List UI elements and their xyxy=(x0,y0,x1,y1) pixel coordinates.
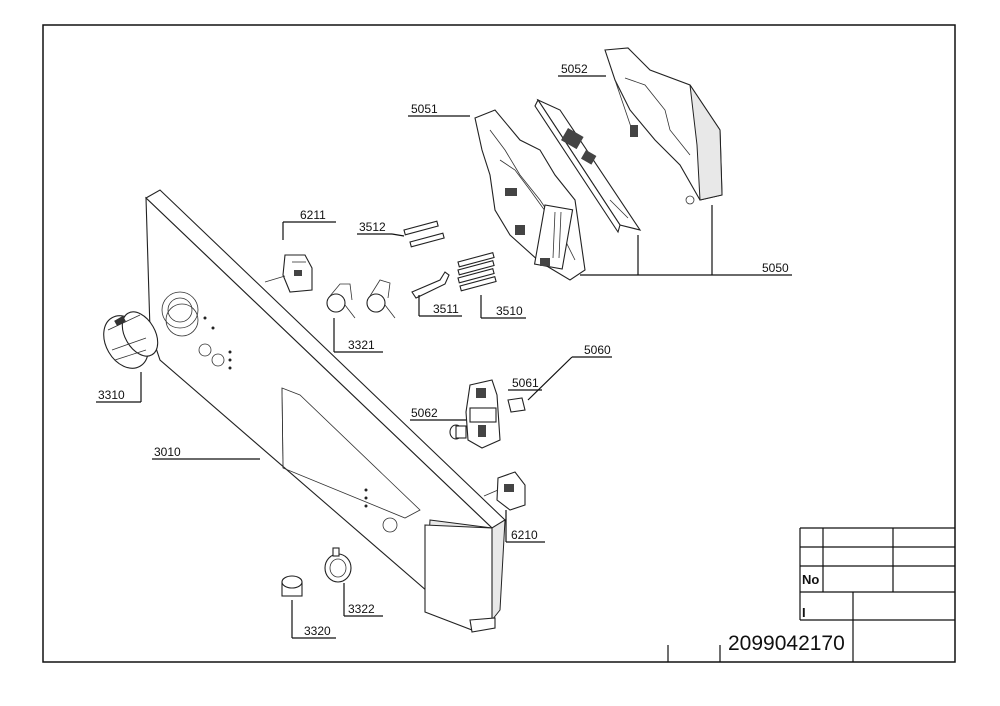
label-5060: 5060 xyxy=(584,343,611,357)
label-6211: 6211 xyxy=(300,208,326,222)
label-3321: 3321 xyxy=(348,338,375,352)
title-block-no: No xyxy=(802,572,819,587)
label-3310: 3310 xyxy=(98,388,125,402)
drawing-frame xyxy=(42,24,956,663)
title-block: No I 2099042170 xyxy=(667,527,955,662)
lens-5062 xyxy=(449,424,467,440)
housing-5052 xyxy=(604,47,723,205)
label-5062: 5062 xyxy=(411,406,438,420)
switch-6211 xyxy=(264,254,313,293)
bracket-5051 xyxy=(474,109,586,281)
label-3010: 3010 xyxy=(154,445,181,459)
label-6210: 6210 xyxy=(511,528,538,542)
label-3320: 3320 xyxy=(304,624,331,638)
switch-6210 xyxy=(483,471,526,511)
title-block-partial: I xyxy=(802,605,806,620)
leader-lines xyxy=(96,75,792,639)
label-5051: 5051 xyxy=(411,102,438,116)
label-3512: 3512 xyxy=(359,220,386,234)
part-number-labels: 6211 3512 3511 3510 3321 3310 3010 5051 … xyxy=(98,62,789,638)
pin-3511 xyxy=(411,271,450,299)
button-3320 xyxy=(281,575,303,597)
label-5061: 5061 xyxy=(512,376,539,390)
connectors-3510 xyxy=(457,252,497,292)
label-5052: 5052 xyxy=(561,62,588,76)
lamp-holders-3321 xyxy=(326,279,396,319)
part-5061 xyxy=(507,397,526,413)
pins-3512 xyxy=(403,220,445,248)
switch-5060 xyxy=(465,379,501,449)
knob-3310 xyxy=(103,311,159,369)
label-5050: 5050 xyxy=(762,261,789,275)
drawing-number: 2099042170 xyxy=(728,632,845,655)
label-3510: 3510 xyxy=(496,304,523,318)
ring-3322 xyxy=(324,547,352,583)
label-3511: 3511 xyxy=(433,302,459,316)
label-3322: 3322 xyxy=(348,602,375,616)
circuit-board-5050 xyxy=(534,98,642,234)
